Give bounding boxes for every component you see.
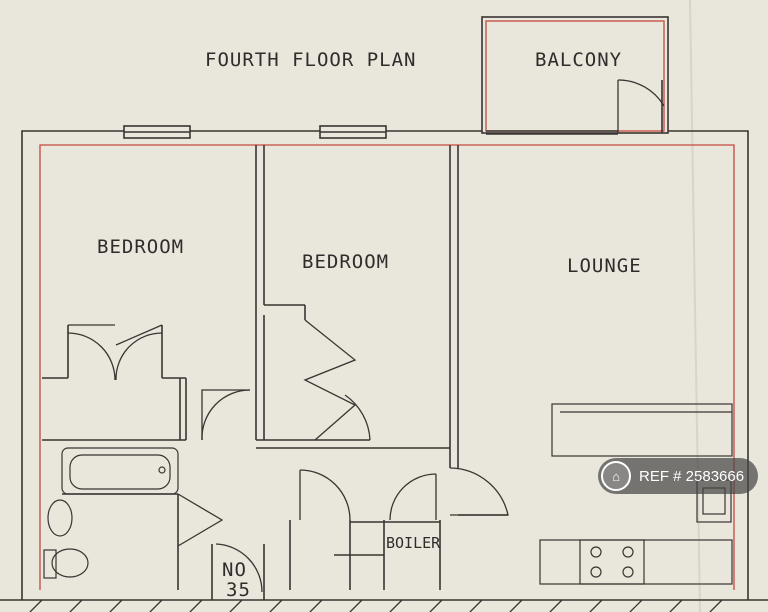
bedroom-2: BEDROOM [255,145,450,449]
bathroom [43,447,224,590]
cupboards: BOILER [289,469,441,590]
home-icon: ⌂ [601,461,631,491]
room-label-boiler: BOILER [386,534,441,552]
room-label-lounge: LOUNGE [567,255,642,277]
bedroom-1: BEDROOM [42,236,251,441]
flat-number-line1: NO [222,559,247,581]
balcony: BALCONY [481,16,669,135]
room-label-bedroom-1: BEDROOM [97,236,184,258]
entrance: NO 35 [211,543,265,601]
ref-text: REF # 2583666 [639,467,745,485]
room-label-balcony: BALCONY [535,49,622,71]
outer-walls [0,125,768,612]
flat-number-line2: 35 [226,579,251,601]
plan-title: FOURTH FLOOR PLAN [205,49,416,71]
room-label-bedroom-2: BEDROOM [302,251,389,273]
ref-badge: ⌂ REF # 2583666 [598,458,758,494]
